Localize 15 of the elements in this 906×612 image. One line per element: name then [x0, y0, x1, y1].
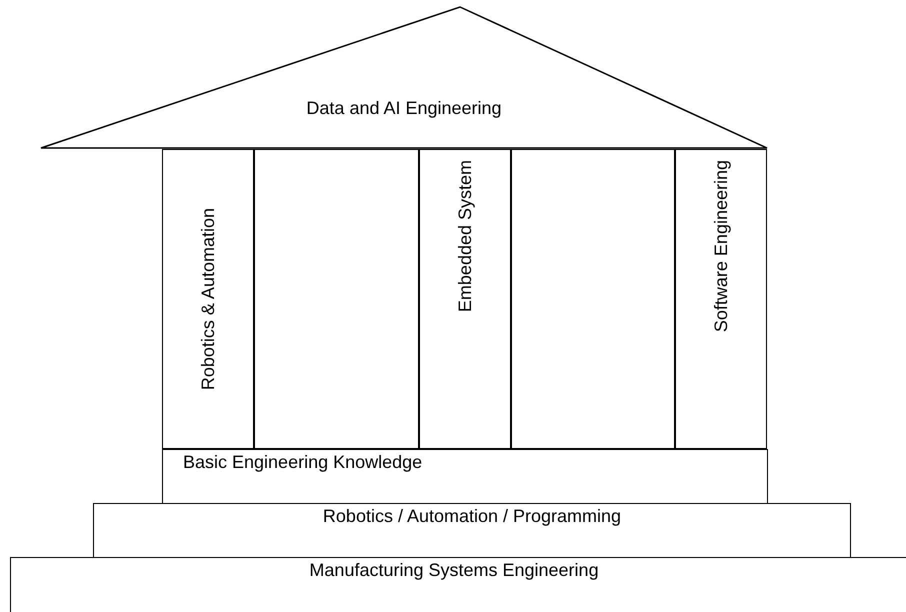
foundation-label: Robotics / Automation / Programming — [322, 506, 622, 527]
foundation-box — [10, 557, 906, 612]
foundation-box — [93, 503, 851, 558]
pillar-box — [254, 149, 419, 449]
roof-label: Data and AI Engineering — [306, 98, 502, 119]
pillar-box — [162, 149, 254, 449]
foundation-box — [162, 449, 768, 504]
pillar-box — [419, 149, 511, 449]
pillar-box — [511, 149, 675, 449]
pillar-label: Software Engineering — [710, 160, 732, 332]
foundation-label: Basic Engineering Knowledge — [183, 452, 422, 473]
pillar-box — [675, 149, 767, 449]
pillar-label: Robotics & Automation — [198, 208, 218, 390]
foundation-label: Manufacturing Systems Engineering — [308, 560, 600, 581]
pillar-label: Embedded System — [454, 160, 476, 312]
